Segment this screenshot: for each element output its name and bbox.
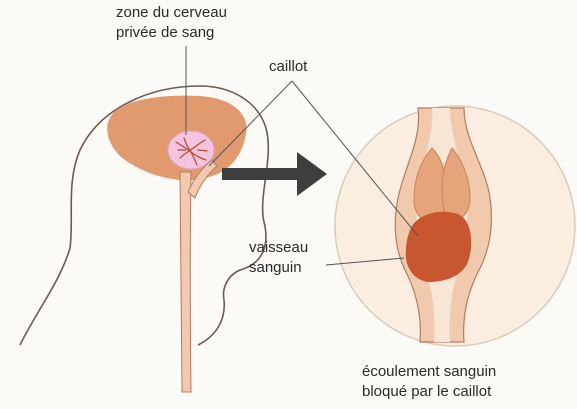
- label-deprived-zone: zone du cerveau privée de sang: [116, 3, 227, 43]
- label-deprived-zone-line1: zone du cerveau: [116, 3, 227, 23]
- label-blocked-flow-line2: bloqué par le caillot: [362, 382, 496, 402]
- vessel-in-head: [180, 160, 217, 392]
- label-blocked-flow-line1: écoulement sanguin: [362, 362, 496, 382]
- label-clot: caillot: [269, 57, 307, 77]
- label-blood-vessel-line1: vaisseau: [249, 238, 308, 258]
- label-clot-text: caillot: [269, 57, 307, 77]
- label-deprived-zone-line2: privée de sang: [116, 23, 227, 43]
- label-blood-vessel: vaisseau sanguin: [249, 238, 308, 278]
- label-blocked-flow: écoulement sanguin bloqué par le caillot: [362, 362, 496, 402]
- label-blood-vessel-line2: sanguin: [249, 258, 308, 278]
- arrow-right: [222, 152, 327, 196]
